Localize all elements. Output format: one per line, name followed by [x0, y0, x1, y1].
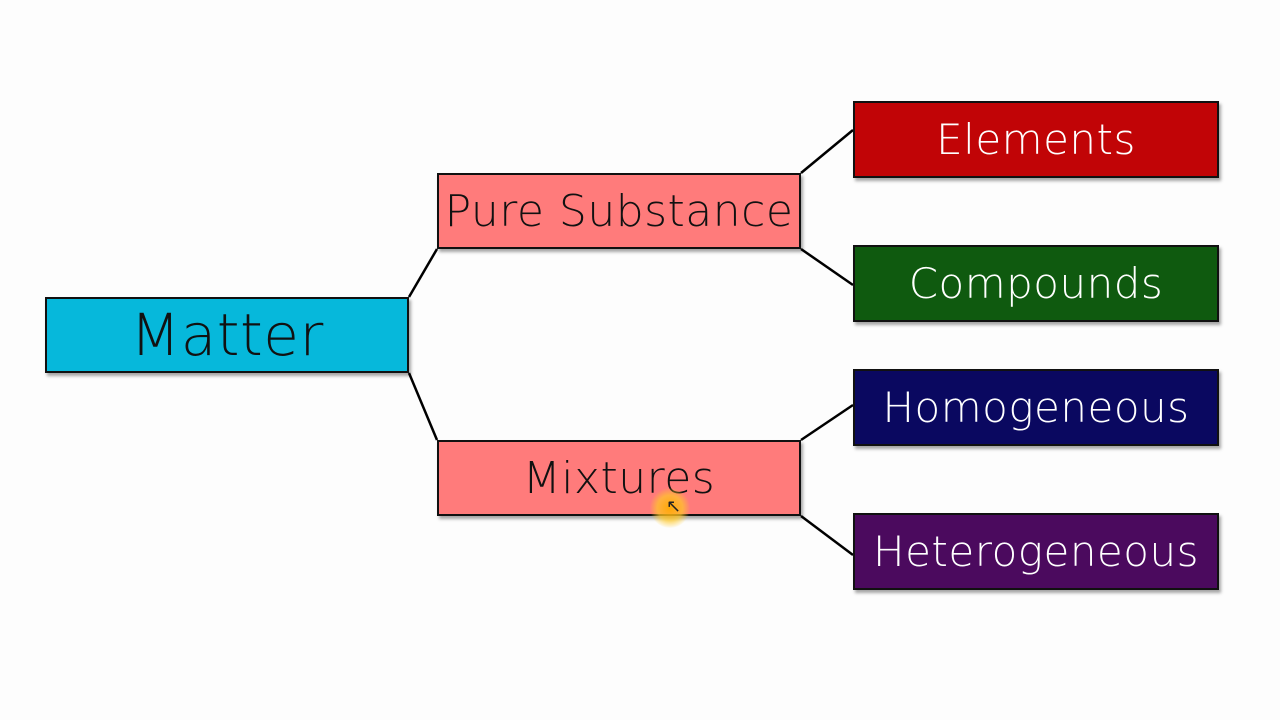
- cursor-arrow-icon: ↖: [666, 496, 682, 517]
- connector-pure-compounds: [800, 247, 854, 287]
- node-mixtures: Mixtures: [437, 440, 801, 516]
- connector-matter-mixtures: [407, 372, 439, 441]
- cursor-highlight: ↖: [650, 488, 690, 528]
- connector-mixtures-heterogeneous: [800, 515, 854, 556]
- node-matter: Matter: [45, 297, 409, 373]
- node-elements: Elements: [853, 101, 1219, 178]
- node-homogeneous: Homogeneous: [853, 369, 1219, 446]
- node-pure-substance: Pure Substance: [437, 173, 801, 249]
- node-heterogeneous: Heterogeneous: [853, 513, 1219, 590]
- connector-pure-elements: [800, 129, 854, 174]
- connector-matter-pure: [407, 248, 439, 298]
- node-compounds: Compounds: [853, 245, 1219, 322]
- connector-mixtures-homogeneous: [800, 403, 854, 442]
